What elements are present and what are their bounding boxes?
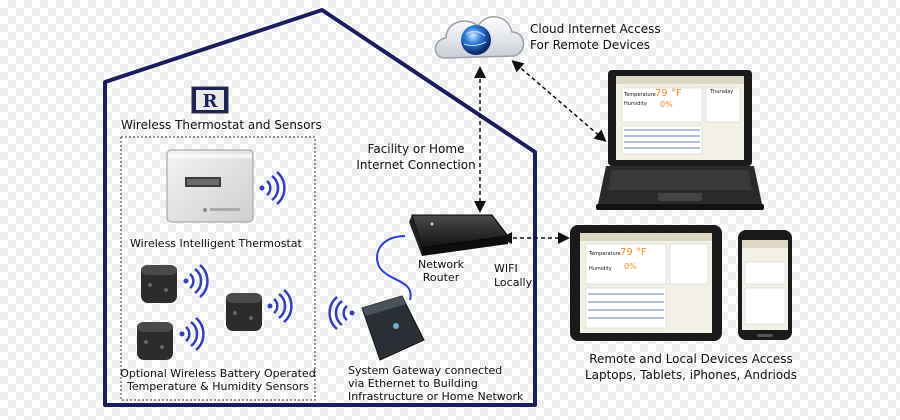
sensors-panel: [120, 136, 316, 401]
gateway-label-line1: System Gateway connected: [348, 364, 503, 377]
thermostat-icon: [166, 149, 254, 223]
laptop-temp-label: Temperature: [624, 92, 656, 98]
phone-icon: [738, 230, 792, 340]
gateway-icon: [361, 295, 425, 361]
ethernet-cable: [376, 235, 412, 301]
sensor-3-icon: [137, 322, 173, 360]
arrow-cloud-laptop: [511, 60, 607, 142]
sensor-1-icon: [141, 265, 177, 303]
wifi-label-line1: WIFI: [494, 262, 518, 275]
devices-label-line1: Remote and Local Devices Access: [589, 352, 793, 366]
wifi-label-line2: Locally: [494, 276, 533, 289]
logo-icon: R: [191, 86, 229, 114]
devices-label-line2: Laptops, Tablets, iPhones, Andriods: [584, 368, 798, 382]
sensors-label-line1: Optional Wireless Battery Operated: [120, 367, 316, 380]
house-outline: [103, 8, 537, 407]
gateway-label-line3: Infrastructure or Home Network: [348, 390, 524, 403]
router-icon: [409, 214, 509, 256]
router-label-line2: Router: [422, 271, 460, 284]
tablet-humidity-label: Humidity: [589, 266, 612, 272]
laptop-day-label: Thursday: [710, 89, 734, 95]
gateway-label-line2: via Ethernet to Building: [348, 377, 478, 390]
tablet-temp-label: Temperature: [589, 251, 621, 257]
tablet-temp-value: 79 °F: [620, 247, 647, 258]
wifi-waves-sensor-3: [179, 317, 205, 351]
laptop-humidity-label: Humidity: [624, 101, 647, 107]
wifi-waves-sensor-1: [183, 264, 209, 298]
wifi-waves-gateway: [328, 296, 355, 330]
section-title: Wireless Thermostat and Sensors: [121, 118, 322, 132]
svg-text:R: R: [203, 91, 219, 112]
thermostat-label: Wireless Intelligent Thermostat: [130, 237, 302, 250]
router-label-line1: Network: [418, 258, 464, 271]
tablet-icon: [570, 225, 722, 341]
sensor-2-icon: [226, 293, 262, 331]
laptop-humidity-value: 0%: [660, 100, 673, 109]
tablet-humidity-value: 0%: [624, 262, 637, 271]
wifi-waves-sensor-2: [267, 289, 293, 323]
cloud-label-line1: Cloud Internet Access: [530, 22, 661, 36]
connection-label-line2: Internet Connection: [356, 158, 476, 172]
connection-label-line1: Facility or Home: [367, 142, 465, 156]
laptop-temp-value: 79 °F: [655, 88, 682, 99]
cloud-label-line2: For Remote Devices: [530, 38, 650, 52]
cloud-globe-icon: [434, 16, 525, 59]
sensors-label-line2: Temperature & Humidity Sensors: [126, 380, 310, 393]
wifi-waves-thermostat: [259, 171, 286, 205]
laptop-icon: [596, 70, 764, 210]
